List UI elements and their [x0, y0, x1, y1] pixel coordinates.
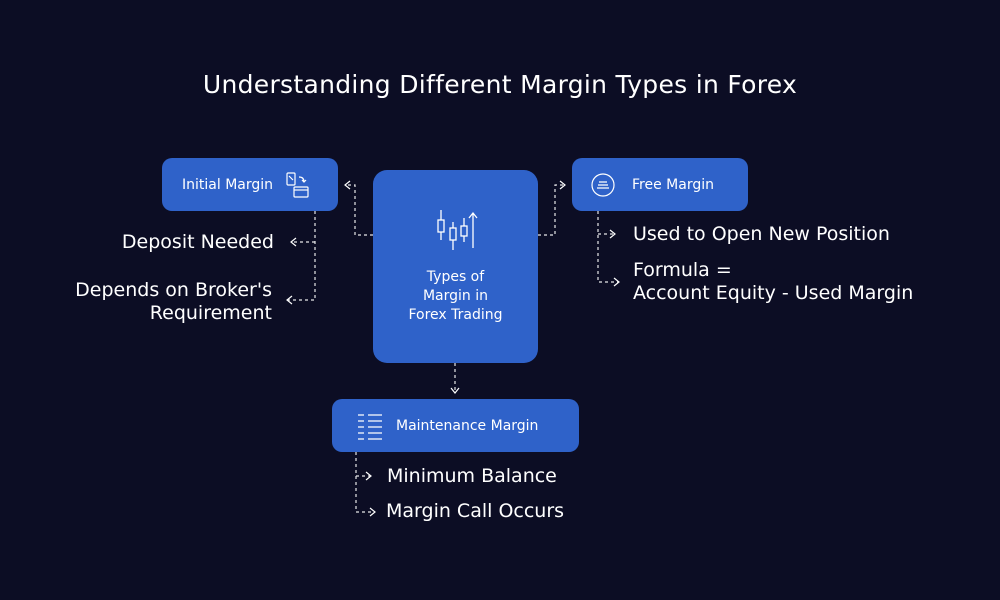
arrowhead-initial [344, 180, 351, 190]
connector-initial-items [288, 211, 316, 301]
free-margin-item-formula: Formula = Account Equity - Used Margin [633, 259, 914, 304]
free-margin-label: Free Margin [632, 176, 714, 193]
connector-free-items [597, 211, 618, 283]
center-label: Types of Margin in Forex Trading [408, 269, 503, 323]
free-margin-box: Free Margin [572, 158, 748, 211]
connector-center-initial [345, 184, 373, 236]
initial-margin-item-broker: Depends on Broker's Requirement [75, 279, 272, 324]
diagram-title: Understanding Different Margin Types in … [202, 70, 798, 99]
maintenance-item-minimum-balance: Minimum Balance [387, 465, 557, 487]
maintenance-item-margin-call: Margin Call Occurs [386, 500, 565, 522]
initial-margin-label: Initial Margin [182, 176, 274, 193]
initial-margin-box: Initial Margin [162, 158, 338, 211]
transfer-card-icon [285, 171, 311, 199]
candlestick-chart-icon [433, 208, 479, 254]
center-box: Types of Margin in Forex Trading [373, 170, 538, 363]
connector-center-free [538, 184, 565, 236]
maintenance-margin-box: Maintenance Margin [332, 399, 579, 452]
connector-maint-items [355, 452, 374, 513]
ledger-lines-icon [356, 412, 384, 440]
initial-margin-item-deposit: Deposit Needed [121, 231, 274, 253]
stacked-coins-icon [590, 172, 616, 198]
maintenance-margin-label: Maintenance Margin [396, 417, 539, 434]
free-margin-item-open-position: Used to Open New Position [633, 223, 890, 245]
